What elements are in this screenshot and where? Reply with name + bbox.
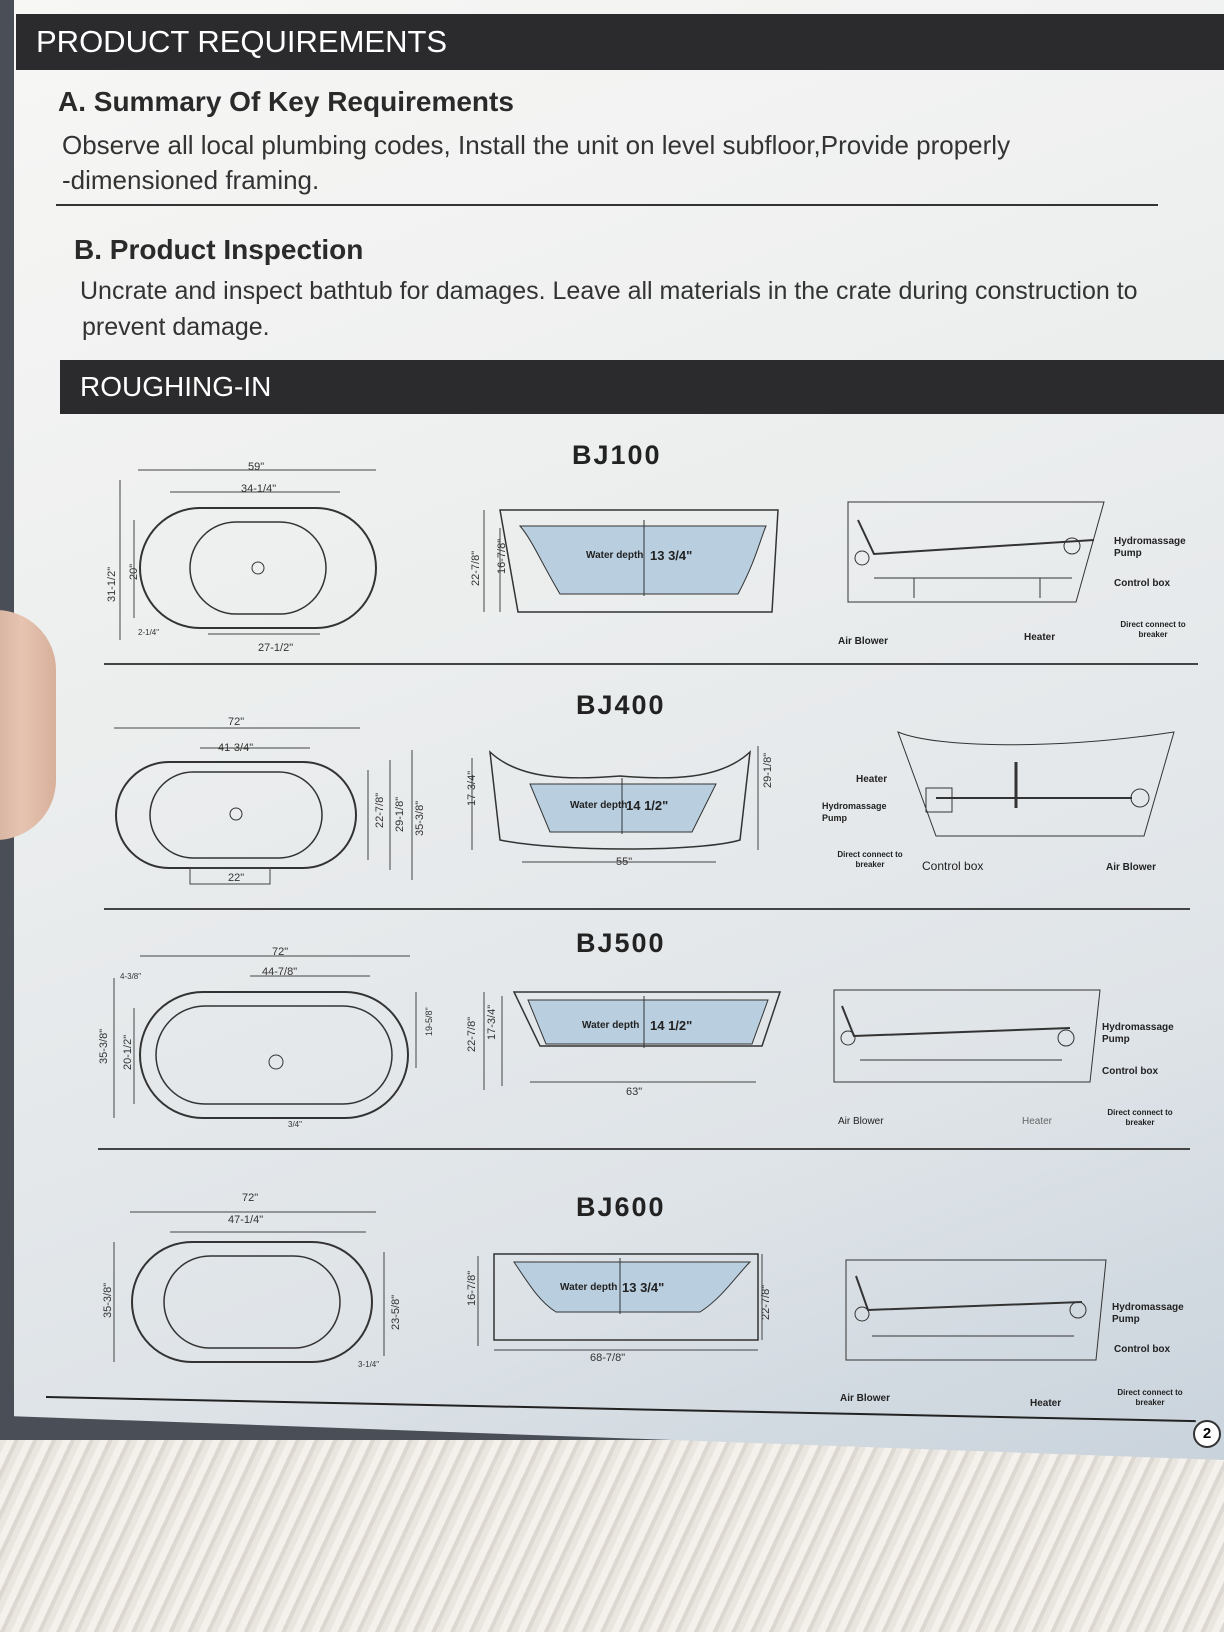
bj100-dim-bottom-length: 27-1/2" — [258, 642, 294, 654]
bj100-dim-height-a: 22-7/8" — [470, 550, 482, 586]
bj600-side-view — [477, 1253, 763, 1351]
bj500-dim-height-b: 17-3/4" — [486, 1004, 498, 1040]
bj400-water-depth-label: Water depth — [570, 800, 628, 811]
bj600-label-air-blower: Air Blower — [840, 1393, 891, 1404]
bj100-label-control-box: Control box — [1114, 578, 1171, 589]
bj500-side-view — [483, 991, 782, 1090]
bj500-top-view — [113, 955, 417, 1119]
bj500-dim-side-height: 19-5/8" — [424, 1007, 434, 1036]
bj100-label-direct-connect: Direct connect to breaker — [1120, 620, 1186, 639]
bj500-label-direct-connect: Direct connect to breaker — [1107, 1108, 1173, 1127]
divider — [104, 908, 1190, 910]
bj600-dim-height-b: 22-7/8" — [760, 1284, 772, 1320]
divider — [56, 204, 1158, 206]
bj600-label-pump: Hydromassage Pump — [1112, 1302, 1184, 1325]
bj400-dim-base-length: 55" — [616, 856, 633, 868]
bj500-water-depth-label: Water depth — [582, 1020, 640, 1031]
bj100-water-depth-value: 13 3/4" — [650, 548, 693, 563]
bj400-dim-height-a: 17-3/4" — [466, 770, 478, 806]
bj600-dim-base-length: 68-7/8" — [590, 1352, 626, 1364]
bj600-dim-height-a: 16-7/8" — [466, 1270, 478, 1306]
bj500-label-air-blower: Air Blower — [838, 1116, 884, 1127]
bj400-dim-inner-length: 41-3/4" — [218, 742, 254, 754]
model-title-bj400: BJ400 — [576, 690, 666, 720]
bj600-label-control-box: Control box — [1114, 1344, 1171, 1355]
bj400-side-view — [471, 746, 759, 863]
bj400-dim-height-b: 29-1/8" — [762, 752, 774, 788]
section-b-text-1: Uncrate and inspect bathtub for damages.… — [80, 277, 1138, 305]
bj400-label-control-box: Control box — [922, 859, 984, 873]
bj100-dim-overall-length: 59" — [248, 461, 265, 473]
bj500-dim-overall-length: 72" — [272, 946, 289, 958]
bj100-label-pump: Hydromassage Pump — [1114, 536, 1186, 559]
bj600-label-direct-connect: Direct connect to breaker — [1117, 1388, 1183, 1407]
bj400-dim-width-b: 29-1/8" — [394, 796, 406, 832]
divider — [98, 1148, 1190, 1150]
bj100-dim-overall-width: 31-1/2" — [106, 566, 118, 602]
bj600-dim-bottom: 3-1/4" — [358, 1360, 380, 1369]
model-title-bj500: BJ500 — [576, 928, 666, 958]
section-b-title: B. Product Inspection — [74, 234, 364, 265]
bj500-dim-overall-width: 35-3/8" — [98, 1028, 110, 1064]
bj400-label-direct-connect: Direct connect to breaker — [837, 850, 903, 869]
thumb — [0, 610, 56, 840]
page-number: 2 — [1193, 1420, 1221, 1448]
section-a-text-2: -dimensioned framing. — [62, 165, 320, 195]
bj400-dim-width-a: 22-7/8" — [374, 792, 386, 828]
bj600-water-depth-label: Water depth — [560, 1282, 618, 1293]
bj500-dim-height-a: 22-7/8" — [466, 1016, 478, 1052]
bj500-dim-offset: 4-3/8" — [120, 972, 142, 981]
bj600-dim-side-height: 23-5/8" — [390, 1294, 402, 1330]
roughing-title: ROUGHING-IN — [80, 371, 272, 402]
bj100-plumbing-diagram — [847, 501, 1105, 603]
divider — [104, 663, 1198, 665]
bj500-label-control-box: Control box — [1102, 1066, 1159, 1077]
bj400-label-heater: Heater — [856, 774, 888, 785]
bj100-label-heater: Heater — [1024, 632, 1056, 643]
bj500-label-pump: Hydromassage Pump — [1102, 1022, 1174, 1045]
bj100-water-depth-label: Water depth — [586, 550, 644, 561]
bj100-dim-height-b: 16-7/8" — [496, 538, 508, 574]
model-title-bj100: BJ100 — [572, 440, 662, 470]
roughing-bar: ROUGHING-IN — [60, 360, 1224, 414]
bj600-dim-overall-length: 72" — [242, 1192, 259, 1204]
bj500-water-depth-value: 14 1/2" — [650, 1018, 693, 1033]
bj600-plumbing-diagram — [845, 1259, 1107, 1361]
bj500-plumbing-diagram — [833, 989, 1101, 1083]
bj500-dim-inner-length: 44-7/8" — [262, 966, 298, 978]
bj100-dim-inner-width: 20" — [128, 563, 140, 580]
bj400-label-air-blower: Air Blower — [1106, 862, 1157, 873]
section-a-title: A. Summary Of Key Requirements — [58, 86, 514, 117]
carpet-background — [0, 1440, 1224, 1632]
header-bar: PRODUCT REQUIREMENTS — [16, 14, 1224, 70]
bj400-water-depth-value: 14 1/2" — [626, 798, 669, 813]
bj600-dim-overall-width: 35-3/8" — [102, 1282, 114, 1318]
bj500-dim-base-length: 63" — [626, 1086, 643, 1098]
bj100-dim-offset: 2-1/4" — [138, 628, 160, 637]
bj400-label-pump: Hydromassage Pump — [822, 801, 887, 823]
bj500-dim-inner-width: 20-1/2" — [122, 1034, 134, 1070]
header-title: PRODUCT REQUIREMENTS — [36, 24, 448, 59]
bj400-dim-width-c: 35-3/8" — [414, 800, 426, 836]
bj600-water-depth-value: 13 3/4" — [622, 1280, 665, 1295]
bj100-top-view — [119, 469, 377, 640]
manual-page — [14, 0, 1224, 1460]
section-a-text-1: Observe all local plumbing codes, Instal… — [62, 130, 1011, 160]
bj100-dim-inner-length: 34-1/4" — [241, 483, 277, 495]
bj400-dim-overall-length: 72" — [228, 716, 245, 728]
bj600-top-view — [113, 1211, 385, 1363]
model-title-bj600: BJ600 — [576, 1192, 666, 1222]
bj600-label-heater: Heater — [1030, 1398, 1062, 1409]
bj100-side-view — [483, 509, 779, 613]
bj100-label-air-blower: Air Blower — [838, 636, 889, 647]
bj400-dim-bottom-length: 22" — [228, 872, 245, 884]
bj500-dim-bottom: 3/4" — [288, 1120, 302, 1129]
bj600-dim-inner-length: 47-1/4" — [228, 1214, 264, 1226]
bj500-label-heater: Heater — [1022, 1116, 1053, 1127]
bj400-top-view — [114, 727, 413, 885]
bj400-plumbing-diagram — [897, 731, 1175, 837]
section-b-text-2: prevent damage. — [82, 313, 270, 341]
